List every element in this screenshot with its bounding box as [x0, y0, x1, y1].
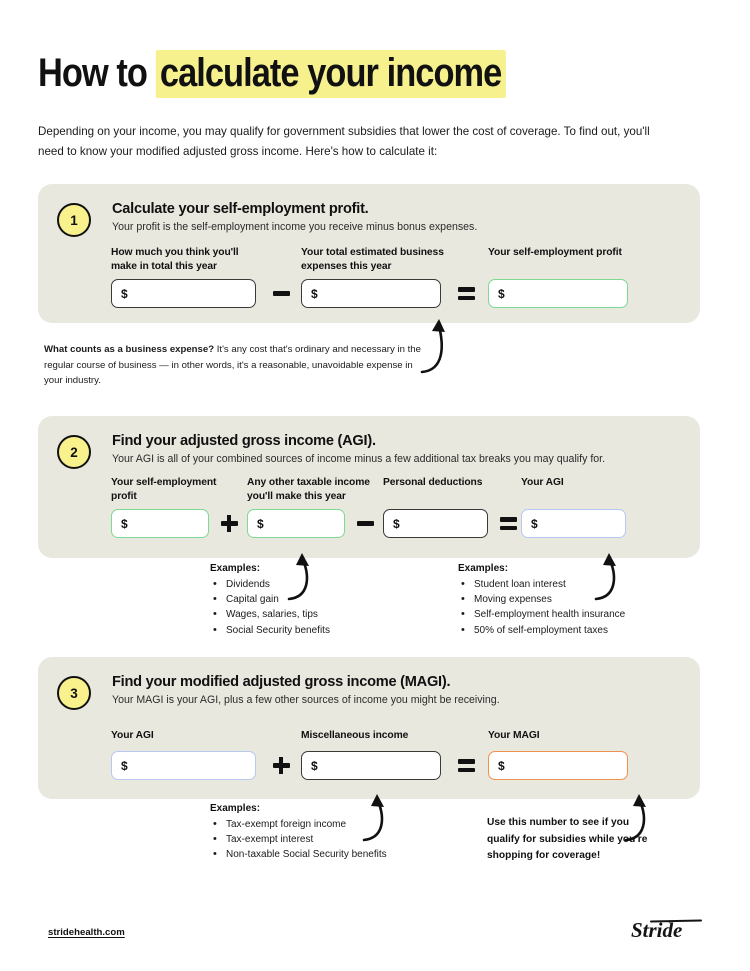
examples-list-taxable-income: Dividends Capital gain Wages, salaries, …	[210, 576, 330, 639]
currency-prefix: $	[393, 516, 400, 531]
currency-prefix: $	[121, 758, 128, 773]
step-subtitle-2: Your AGI is all of your combined sources…	[112, 453, 606, 465]
field-label-2-4: Your AGI	[521, 477, 564, 488]
input-personal-deductions[interactable]: $	[383, 509, 488, 538]
examples-list-misc-income: Tax-exempt foreign income Tax-exempt int…	[210, 816, 387, 863]
step-subtitle-1: Your profit is the self-employment incom…	[112, 221, 478, 233]
input-misc-income[interactable]: $	[301, 751, 441, 780]
input-self-employment-profit[interactable]: $	[488, 279, 628, 308]
list-item: Moving expenses	[458, 591, 625, 608]
input-agi-se-profit[interactable]: $	[111, 509, 209, 538]
list-item: Social Security benefits	[210, 622, 330, 639]
operator-equals-icon	[447, 751, 485, 780]
step-header-1: Calculate your self-employment profit. Y…	[112, 201, 682, 233]
formula-row-3: Your AGI $ Miscellaneous income $ Your M…	[38, 657, 700, 799]
stride-logo: Stride	[631, 918, 702, 942]
examples-list-personal-deductions: Student loan interest Moving expenses Se…	[458, 576, 625, 639]
page-title: How to calculate your income	[38, 50, 506, 98]
input-your-magi[interactable]: $	[488, 751, 628, 780]
input-business-expenses[interactable]: $	[301, 279, 441, 308]
currency-prefix: $	[121, 286, 128, 301]
stride-logo-text: Stride	[631, 918, 682, 942]
examples-misc-income: Examples: Tax-exempt foreign income Tax-…	[210, 803, 387, 863]
currency-prefix: $	[531, 516, 538, 531]
operator-minus-icon	[349, 509, 381, 538]
step-badge-3: 3	[57, 676, 91, 710]
note-business-expense-text: It's any cost that's ordinary and necess…	[44, 344, 421, 387]
field-label-3-2: Miscellaneous income	[301, 730, 409, 741]
currency-prefix: $	[121, 516, 128, 531]
currency-prefix: $	[311, 286, 318, 301]
callout-magi: Use this number to see if you qualify fo…	[487, 817, 648, 862]
field-label-3-3: Your MAGI	[488, 730, 540, 741]
field-label-2-2: Any other taxable income you'll make thi…	[247, 477, 370, 502]
formula-row-2: Your self-employment profit $ Any other …	[38, 416, 700, 558]
field-label-2-3: Personal deductions	[383, 477, 483, 488]
page-title-highlight: calculate your income	[155, 50, 506, 98]
list-item: Tax-exempt foreign income	[210, 816, 387, 833]
step-title-3: Find your modified adjusted gross income…	[112, 674, 451, 690]
arrow-business-expense-icon	[420, 319, 445, 374]
operator-minus-icon	[262, 279, 300, 308]
currency-prefix: $	[257, 516, 264, 531]
input-total-income[interactable]: $	[111, 279, 256, 308]
operator-equals-icon	[447, 279, 485, 308]
input-your-agi[interactable]: $	[521, 509, 626, 538]
step-title-1: Calculate your self-employment profit.	[112, 201, 369, 217]
arrow-magi-callout-icon	[624, 794, 646, 842]
step-badge-1: 1	[57, 203, 91, 237]
examples-personal-deductions: Examples: Student loan interest Moving e…	[458, 563, 625, 638]
step-badge-2: 2	[57, 435, 91, 469]
currency-prefix: $	[498, 286, 505, 301]
list-item: Self-employment health insurance	[458, 606, 625, 623]
list-item: Tax-exempt interest	[210, 831, 387, 848]
operator-plus-icon	[213, 509, 245, 538]
step-header-3: Find your modified adjusted gross income…	[112, 674, 682, 706]
step-subtitle-3: Your MAGI is your AGI, plus a few other …	[112, 694, 500, 706]
note-business-expense: What counts as a business expense? It's …	[44, 342, 422, 389]
list-item: Wages, salaries, tips	[210, 606, 330, 623]
input-magi-agi[interactable]: $	[111, 751, 256, 780]
step-title-2: Find your adjusted gross income (AGI).	[112, 433, 376, 449]
step-card-3: 3 Find your modified adjusted gross inco…	[38, 657, 700, 799]
field-label-1-2: Your total estimated business expenses t…	[301, 247, 444, 272]
list-item: Student loan interest	[458, 576, 625, 593]
step-card-2: 2 Find your adjusted gross income (AGI).…	[38, 416, 700, 558]
step-header-2: Find your adjusted gross income (AGI). Y…	[112, 433, 682, 465]
currency-prefix: $	[498, 758, 505, 773]
formula-row-1: How much you think you'll make in total …	[38, 184, 700, 323]
operator-equals-icon	[492, 509, 524, 538]
list-item: Non-taxable Social Security benefits	[210, 846, 387, 863]
examples-label: Examples:	[458, 563, 509, 574]
field-label-1-1: How much you think you'll make in total …	[111, 247, 239, 272]
field-label-3-1: Your AGI	[111, 730, 154, 741]
step-card-1: 1 Calculate your self-employment profit.…	[38, 184, 700, 323]
field-label-1-3: Your self-employment profit	[488, 247, 622, 258]
examples-label: Examples:	[210, 563, 261, 574]
list-item: Dividends	[210, 576, 330, 593]
examples-label: Examples:	[210, 803, 261, 814]
list-item: Capital gain	[210, 591, 330, 608]
footer-website-link[interactable]: stridehealth.com	[48, 927, 125, 938]
intro-paragraph: Depending on your income, you may qualif…	[38, 125, 650, 159]
list-item: 50% of self-employment taxes	[458, 622, 625, 639]
examples-taxable-income: Examples: Dividends Capital gain Wages, …	[210, 563, 330, 638]
page-title-plain: How to	[38, 51, 156, 95]
note-business-expense-bold: What counts as a business expense?	[44, 344, 215, 355]
currency-prefix: $	[311, 758, 318, 773]
input-other-taxable-income[interactable]: $	[247, 509, 345, 538]
field-label-2-1: Your self-employment profit	[111, 477, 217, 502]
operator-plus-icon	[262, 751, 300, 780]
